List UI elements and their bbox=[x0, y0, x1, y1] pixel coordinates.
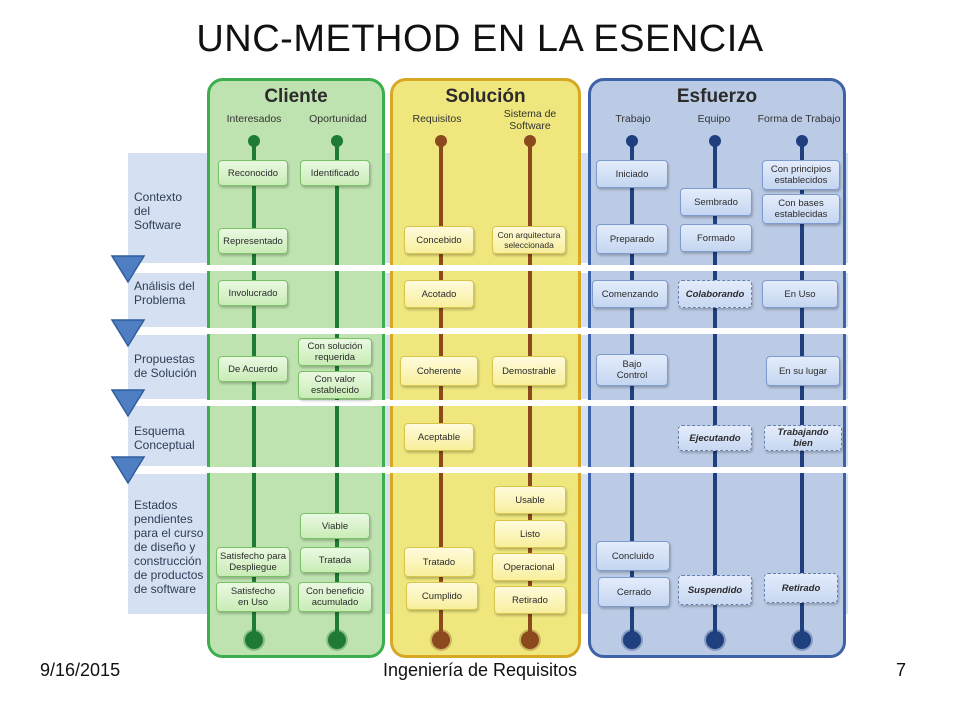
state-en-su-lugar: En su lugar bbox=[766, 356, 840, 386]
end-node bbox=[706, 631, 724, 649]
lifeline-requisitos bbox=[439, 141, 443, 637]
row-separator bbox=[128, 467, 848, 473]
state-satisfecho-en-uso: Satisfecho en Uso bbox=[216, 582, 290, 612]
row-label-contexto: Contexto del Software bbox=[134, 190, 183, 232]
state-con-solucion-requerida: Con solución requerida bbox=[298, 338, 372, 366]
state-usable: Usable bbox=[494, 486, 566, 514]
state-cumplido: Cumplido bbox=[406, 582, 478, 610]
subheader-interesados: Interesados bbox=[226, 113, 282, 125]
subheader-requisitos: Requisitos bbox=[412, 113, 462, 125]
row-separator bbox=[128, 400, 848, 406]
state-coherente: Coherente bbox=[400, 356, 478, 386]
end-node bbox=[432, 631, 450, 649]
start-node bbox=[626, 135, 638, 147]
end-node bbox=[793, 631, 811, 649]
state-satisfecho-despliegue: Satisfecho para Despliegue bbox=[216, 547, 290, 577]
state-representado: Representado bbox=[218, 228, 288, 254]
state-viable: Viable bbox=[300, 513, 370, 539]
end-node bbox=[245, 631, 263, 649]
lifeline-forma bbox=[800, 141, 804, 637]
state-con-beneficio-acumulado: Con beneficio acumulado bbox=[298, 582, 372, 612]
column-title-esfuerzo: Esfuerzo bbox=[676, 86, 758, 107]
state-suspendido: Suspendido bbox=[678, 575, 752, 605]
state-formado: Formado bbox=[680, 224, 752, 252]
start-node bbox=[796, 135, 808, 147]
checkpoint-triangle-icon bbox=[110, 255, 146, 284]
state-cerrado: Cerrado bbox=[598, 577, 670, 607]
start-node bbox=[435, 135, 447, 147]
state-con-valor-establecido: Con valor establecido bbox=[298, 371, 372, 399]
state-listo: Listo bbox=[494, 520, 566, 548]
state-sembrado: Sembrado bbox=[680, 188, 752, 216]
state-con-bases: Con bases establecidas bbox=[762, 194, 840, 224]
state-bajo-control: Bajo Control bbox=[596, 354, 668, 386]
checkpoint-triangle-icon bbox=[110, 456, 146, 485]
end-node bbox=[623, 631, 641, 649]
state-acotado: Acotado bbox=[404, 280, 474, 308]
lifeline-equipo bbox=[713, 141, 717, 637]
row-label-propuestas: Propuestas de Solución bbox=[134, 352, 197, 380]
row-label-estados: Estados pendientes para el curso de dise… bbox=[134, 498, 204, 596]
state-reconocido: Reconocido bbox=[218, 160, 288, 186]
column-title-solucion: Solución bbox=[445, 86, 526, 107]
lifeline-trabajo bbox=[630, 141, 634, 637]
state-concebido: Concebido bbox=[404, 226, 474, 254]
state-involucrado: Involucrado bbox=[218, 280, 288, 306]
end-node bbox=[521, 631, 539, 649]
state-retirado-forma: Retirado bbox=[764, 573, 838, 603]
subheader-sistema-software: Sistema de Software bbox=[503, 108, 557, 132]
state-tratado: Tratado bbox=[404, 547, 474, 577]
row-separator bbox=[128, 265, 848, 271]
state-retirado-sistema: Retirado bbox=[494, 586, 566, 614]
row-label-esquema: Esquema Conceptual bbox=[134, 424, 195, 452]
state-ejecutando: Ejecutando bbox=[678, 425, 752, 451]
state-comenzando: Comenzando bbox=[592, 280, 668, 308]
state-colaborando: Colaborando bbox=[678, 280, 752, 308]
state-en-uso: En Uso bbox=[762, 280, 838, 308]
state-tratada: Tratada bbox=[300, 547, 370, 573]
footer-date: 9/16/2015 bbox=[40, 660, 121, 680]
state-identificado: Identificado bbox=[300, 160, 370, 186]
slide-title: UNC-METHOD EN LA ESENCIA bbox=[196, 18, 764, 60]
checkpoint-triangle-icon bbox=[110, 389, 146, 418]
row-separator bbox=[128, 328, 848, 334]
state-iniciado: Iniciado bbox=[596, 160, 668, 188]
lifeline-interesados bbox=[252, 141, 256, 637]
state-con-arquitectura: Con arquitectura seleccionada bbox=[492, 226, 566, 254]
start-node bbox=[524, 135, 536, 147]
state-de-acuerdo: De Acuerdo bbox=[218, 356, 288, 382]
state-preparado: Preparado bbox=[596, 224, 668, 254]
start-node bbox=[331, 135, 343, 147]
row-label-analisis: Análisis del Problema bbox=[134, 279, 195, 307]
state-concluido: Concluido bbox=[596, 541, 670, 571]
start-node bbox=[709, 135, 721, 147]
state-aceptable: Aceptable bbox=[404, 423, 474, 451]
state-operacional: Operacional bbox=[492, 553, 566, 581]
footer-title: Ingeniería de Requisitos bbox=[382, 660, 578, 680]
subheader-equipo: Equipo bbox=[697, 113, 731, 125]
lifeline-sistema bbox=[528, 141, 532, 637]
checkpoint-triangle-icon bbox=[110, 319, 146, 348]
subheader-forma-trabajo: Forma de Trabajo bbox=[757, 113, 841, 125]
state-con-principios: Con principios establecidos bbox=[762, 160, 840, 190]
subheader-trabajo: Trabajo bbox=[615, 113, 651, 125]
column-title-cliente: Cliente bbox=[264, 86, 328, 107]
start-node bbox=[248, 135, 260, 147]
end-node bbox=[328, 631, 346, 649]
state-demostrable: Demostrable bbox=[492, 356, 566, 386]
state-trabajando-bien: Trabajando bien bbox=[764, 425, 842, 451]
footer-page-number: 7 bbox=[896, 660, 907, 680]
subheader-oportunidad: Oportunidad bbox=[309, 113, 367, 125]
